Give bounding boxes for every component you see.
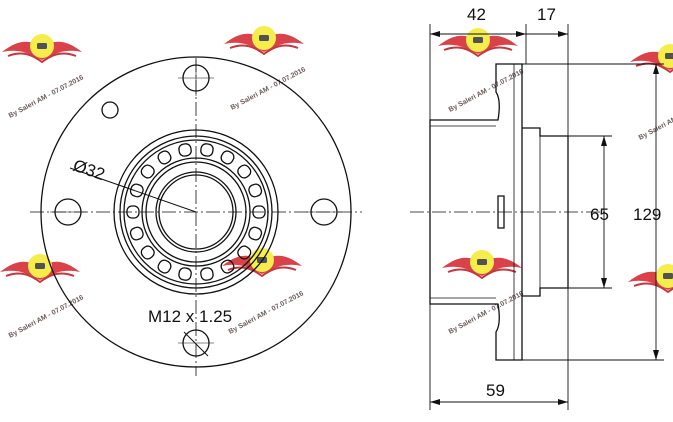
rolling-elements [126,143,266,281]
roller [126,205,140,219]
roller [178,267,192,281]
diameter-label: Ø32 [71,156,108,184]
watermark-text-layer: By Saleri AM - 07.07.2016 By Saleri AM -… [8,66,673,340]
roller [237,164,252,179]
roller [157,150,172,165]
watermark-text: By Saleri AM - 07.07.2016 [448,290,525,336]
locating-hole [101,101,119,119]
bearing-ring-3 [123,139,269,285]
watermark-text: By Saleri AM - 07.07.2016 [448,68,525,114]
bearing-outer-ring [113,129,279,295]
bore-outer [155,171,237,253]
roller [200,267,214,281]
roller [200,143,214,157]
watermark-text: By Saleri AM - 07.07.2016 [638,96,673,142]
watermark-text: By Saleri AM - 07.07.2016 [228,290,305,336]
dim-top-right: 17 [537,5,556,24]
roller [140,164,155,179]
side-dimensions [429,24,664,410]
roller [157,259,172,274]
dim-inner-height: 65 [590,205,609,224]
roller [220,259,235,274]
roller [248,183,263,198]
dim-bottom-width: 59 [486,381,505,400]
diameter-leader [69,167,197,213]
side-view [410,63,606,361]
thread-label: M12 x 1.25 [148,307,232,326]
front-view [30,56,362,376]
roller [220,150,235,165]
bearing-ring-2 [119,135,273,289]
watermark-layer [0,25,673,293]
roller [129,183,144,198]
dim-outer-height: 129 [633,205,661,224]
dim-top-left: 42 [467,5,486,24]
roller [248,226,263,241]
roller [178,143,192,157]
watermark-text: By Saleri AM - 07.07.2016 [8,74,85,120]
bore-inner [158,174,234,250]
pilot-outline [522,127,569,297]
roller [252,205,266,219]
flange-outer-circle [40,56,352,368]
watermark-text: By Saleri AM - 07.07.2016 [8,294,85,340]
bearing-ring-4 [141,157,251,267]
watermark-text: By Saleri AM - 07.07.2016 [230,66,307,112]
roller [129,226,144,241]
roller [140,245,155,260]
roller [237,245,252,260]
thread-leader [183,331,209,357]
bearing-ring-5 [145,161,247,263]
